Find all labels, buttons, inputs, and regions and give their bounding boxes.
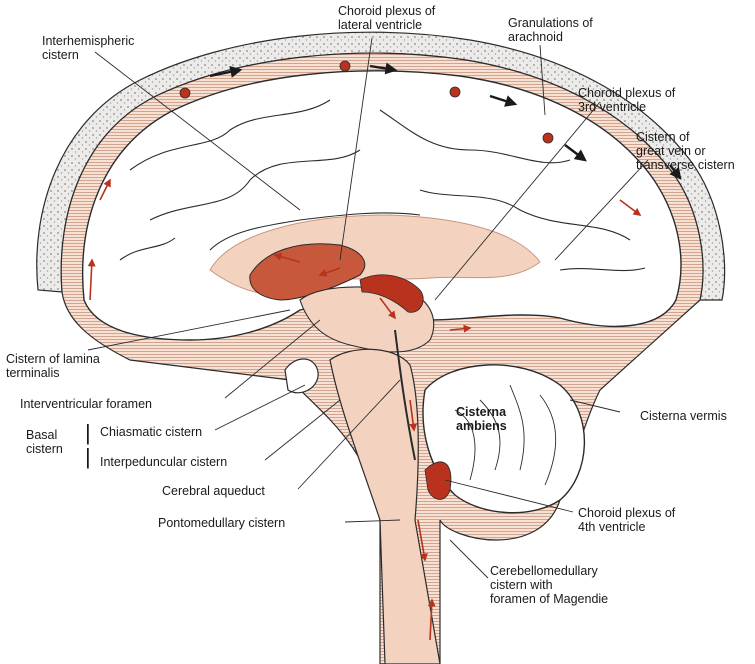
choroid-plexus-third — [359, 274, 424, 313]
csf-flow-arrows — [87, 178, 642, 641]
optic-chiasm — [284, 358, 319, 394]
label-choroid-plexus-lateral: Choroid plexus of lateral ventricle — [338, 4, 436, 32]
label-choroid-plexus-fourth: Choroid plexus of 4th ventricle — [578, 506, 676, 534]
venous-flow-arrows — [209, 62, 682, 180]
label-cerebellomedullary-cistern: Cerebellomedullary cistern with foramen … — [490, 564, 609, 606]
label-interhemispheric-cistern: Interhemispheric cistern — [42, 34, 135, 62]
label-pontomedullary-cistern: Pontomedullary cistern — [158, 516, 286, 530]
label-interventricular-foramen: Interventricular foramen — [20, 397, 153, 411]
gyri-lines — [119, 99, 646, 272]
basal-cistern-brace: | — [85, 420, 91, 445]
basal-cistern-brace-lower: | — [85, 444, 91, 469]
label-basal-cistern: Basal cistern — [26, 428, 63, 456]
cerebellum-folia — [454, 384, 557, 486]
choroid-plexus-fourth — [424, 461, 452, 500]
cerebral-aqueduct — [394, 329, 416, 461]
label-cistern-great-vein: Cistern of great vein or transverse cist… — [636, 130, 735, 172]
label-cisterna-vermis: Cisterna vermis — [640, 409, 727, 423]
label-chiasmatic-cistern: Chiasmatic cistern — [100, 425, 203, 439]
label-cerebral-aqueduct: Cerebral aqueduct — [162, 484, 265, 498]
label-cistern-lamina-terminalis: Cistern of lamina terminalis — [6, 352, 100, 380]
label-granulations-arachnoid: Granulations of arachnoid — [508, 16, 593, 44]
arachnoid-granulations — [179, 60, 554, 144]
label-interpeduncular-cistern: Interpeduncular cistern — [100, 455, 228, 469]
label-cisterna-ambiens: Cisterna ambiens — [456, 405, 507, 433]
label-choroid-plexus-third: Choroid plexus of 3rd ventricle — [578, 86, 676, 114]
leader-lines — [87, 37, 649, 579]
